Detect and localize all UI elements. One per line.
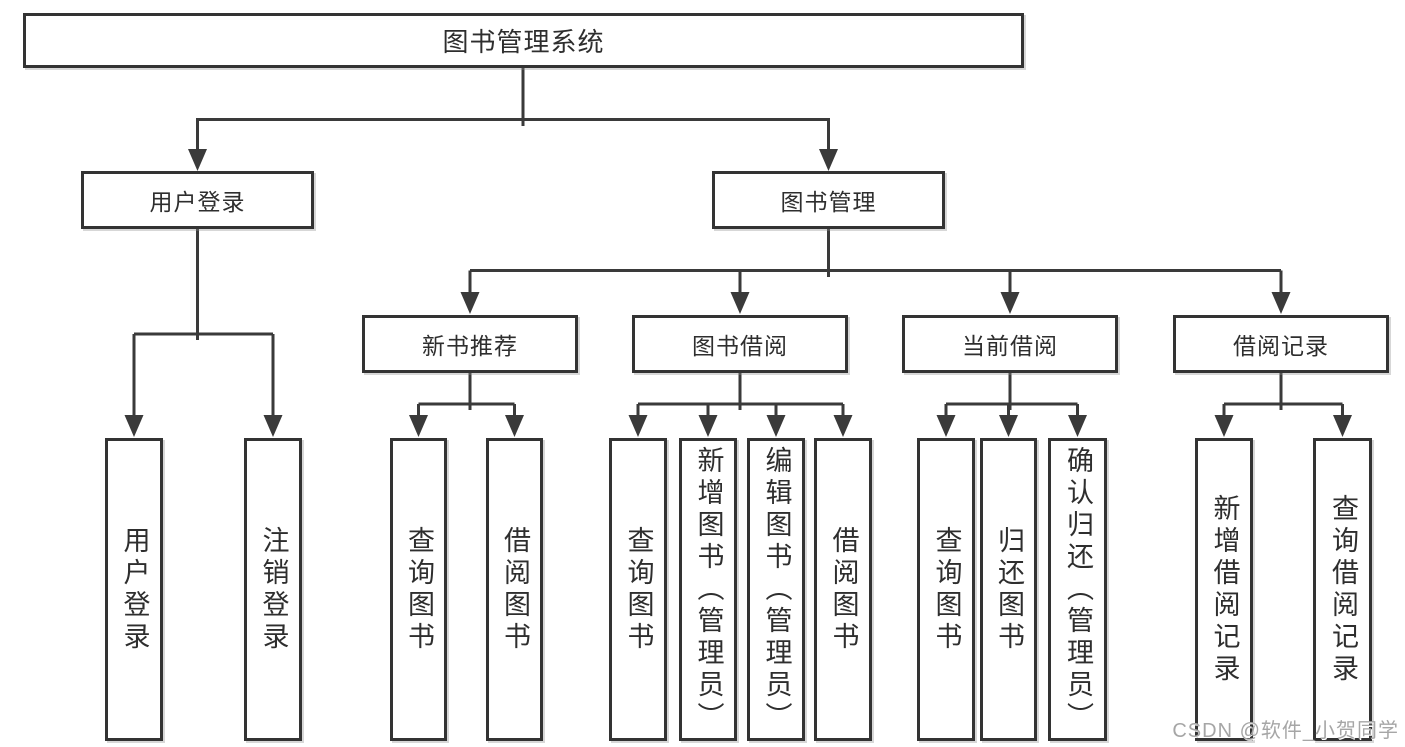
leaf-query-books-2: 查询图书 [609,438,667,741]
connector-root-to-level2 [196,68,830,152]
leaf-borrow-books-1: 借阅图书 [486,438,543,741]
leaf-edit-book-admin: 编辑图书（管理员） [747,438,805,741]
leaf-confirm-return-admin: 确认归还（管理员） [1048,438,1107,741]
leaf-return-book: 归还图书 [980,438,1037,741]
leaf-user-login: 用户登录 [105,438,163,741]
csdn-watermark: CSDN @软件_小贺同学 [1172,720,1399,742]
leaf-add-borrow-record: 新增借阅记录 [1195,438,1253,741]
node-current-borrowing: 当前借阅 [902,315,1118,373]
node-library-system: 图书管理系统 [23,13,1024,68]
connector-records-to-leaves [1222,373,1344,417]
node-user-login: 用户登录 [81,171,314,229]
connector-user-login-to-leaves [132,229,275,417]
connector-current-to-leaves [944,373,1079,417]
connector-book-mgmt-to-level3 [468,229,1283,294]
node-book-management: 图书管理 [712,171,945,229]
leaf-logout: 注销登录 [244,438,302,741]
leaf-query-borrow-record: 查询借阅记录 [1313,438,1372,741]
node-new-book-recommend: 新书推荐 [362,315,578,373]
leaf-add-book-admin: 新增图书（管理员） [679,438,737,741]
node-borrow-records: 借阅记录 [1173,315,1389,373]
connector-borrowing-to-leaves [636,373,845,417]
connector-new-book-to-leaves [417,373,516,417]
node-book-borrowing: 图书借阅 [632,315,848,373]
leaf-query-books-3: 查询图书 [917,438,975,741]
leaf-borrow-books-2: 借阅图书 [814,438,872,741]
leaf-query-books-1: 查询图书 [390,438,447,741]
